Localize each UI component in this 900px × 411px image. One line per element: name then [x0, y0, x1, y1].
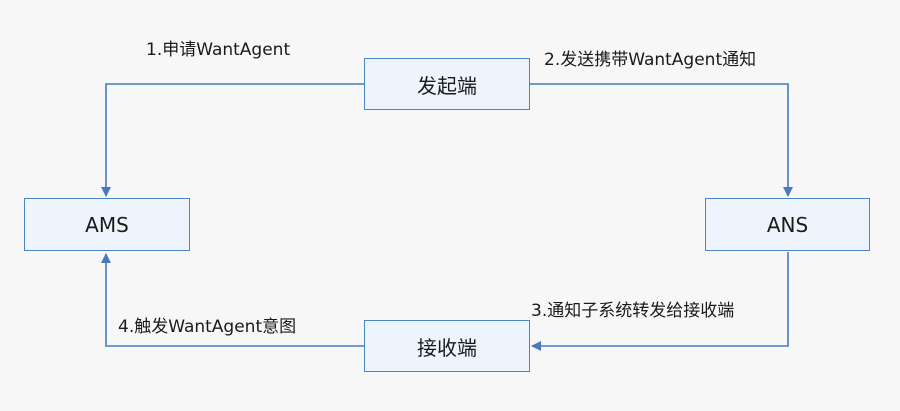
edge-send-notification	[530, 83, 793, 197]
edge-label-trigger: 4.触发WantAgent意图	[118, 317, 297, 337]
ans-node: ANS	[705, 198, 870, 251]
edge-trigger-intent	[101, 253, 364, 347]
edge-forward-to-receiver	[531, 252, 789, 351]
ams-node: AMS	[24, 198, 190, 251]
edge-label-send: 2.发送携带WantAgent通知	[544, 50, 757, 70]
sender-node: 发起端	[364, 58, 530, 110]
edge-request-wantagent	[101, 83, 364, 197]
edge-label-forward: 3.通知子系统转发给接收端	[531, 301, 735, 321]
edge-label-request: 1.申请WantAgent	[146, 40, 291, 60]
receiver-node: 接收端	[364, 320, 530, 372]
